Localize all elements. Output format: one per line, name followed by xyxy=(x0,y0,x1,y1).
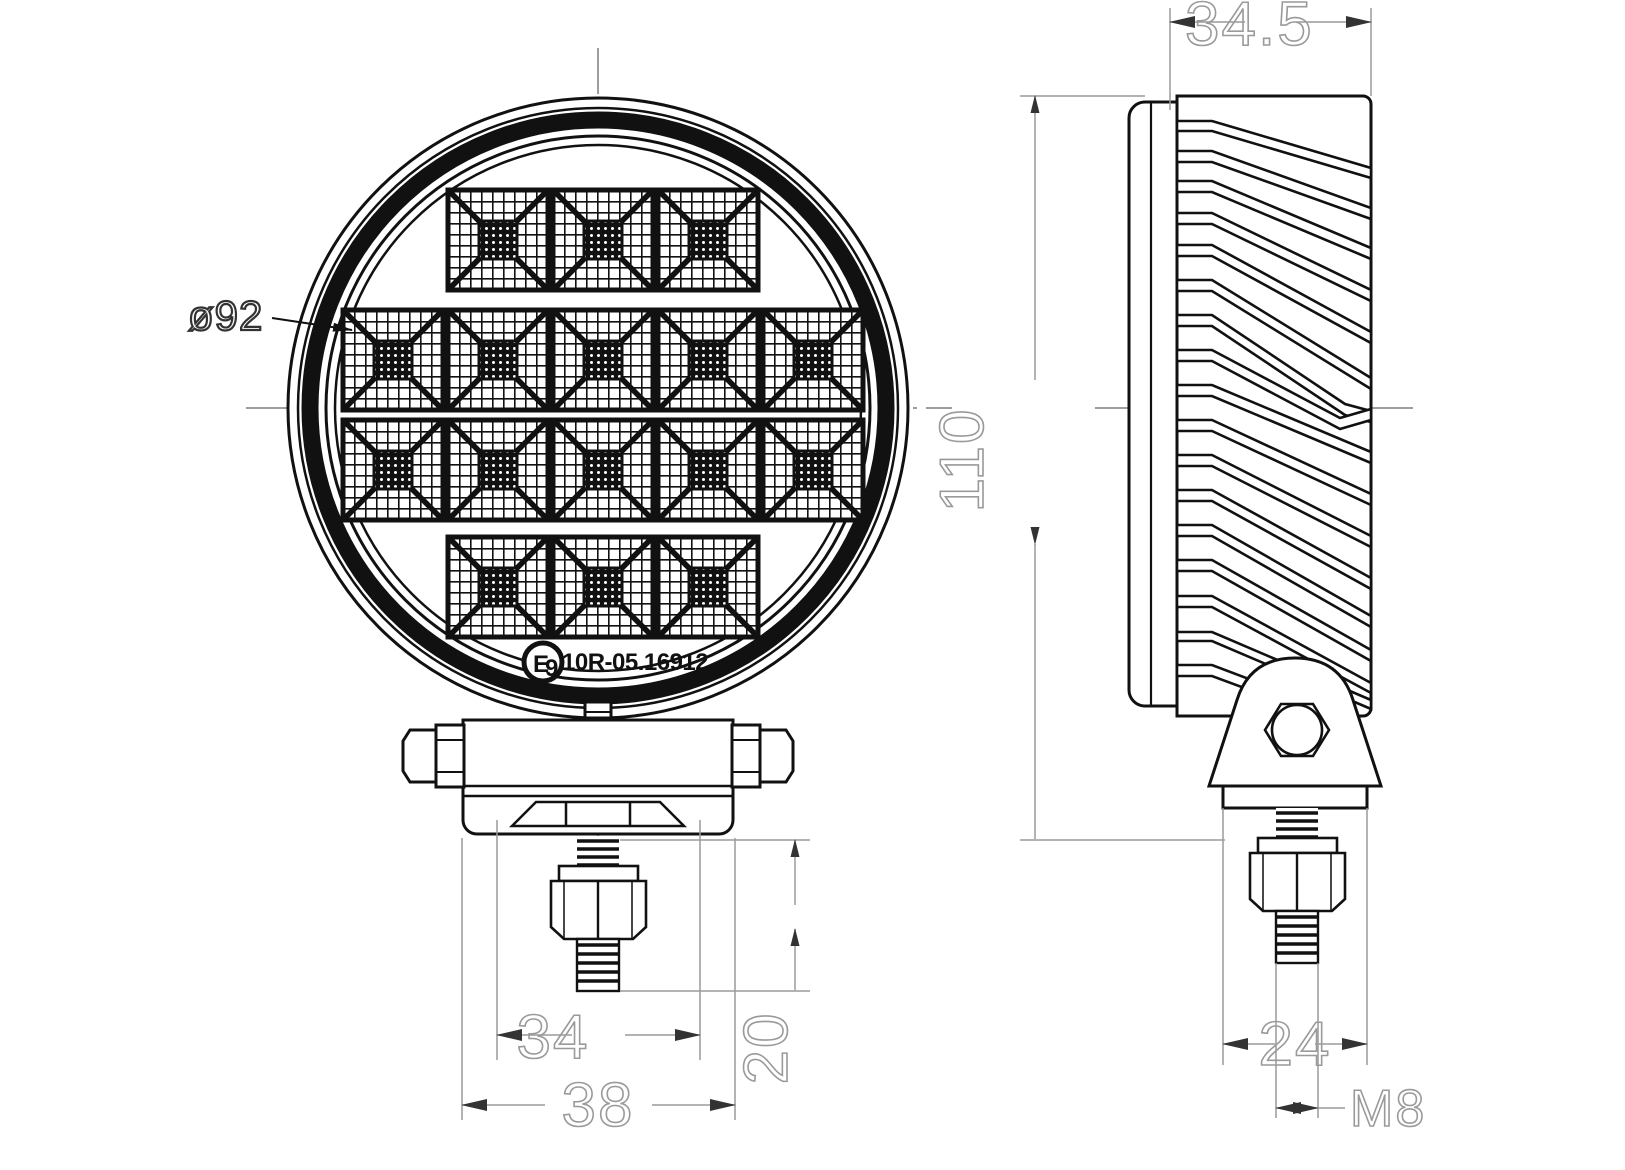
dimension-lines: 34.5 110 34 38 xyxy=(461,0,1426,1141)
led-row-4 xyxy=(448,537,758,637)
led-row-3 xyxy=(343,420,863,520)
led-row-1 xyxy=(448,190,758,290)
dim-side-bracket-label: 24 xyxy=(1259,1010,1332,1079)
mounting-stud-front xyxy=(549,836,648,993)
approval-mark: E 9 10R-05.16912 xyxy=(521,640,709,684)
e-mark-letter: E xyxy=(533,651,549,678)
mounting-bracket-front xyxy=(401,700,795,836)
dim-bracket-inner: 34 xyxy=(496,820,701,1073)
dim-bracket-inner-label: 34 xyxy=(517,1003,590,1072)
side-view-group xyxy=(1095,94,1420,965)
dim-height-label: 110 xyxy=(928,408,997,513)
thread-upper-side xyxy=(1276,811,1318,839)
dim-bracket-outer-label: 38 xyxy=(562,1071,635,1140)
dim-stud-length: 20 xyxy=(620,839,810,1085)
led-row-2 xyxy=(343,310,863,410)
dim-bracket-outer: 38 xyxy=(461,838,736,1141)
diameter-label: ø92 xyxy=(188,292,263,339)
mounting-stud-side xyxy=(1248,808,1347,965)
thread-lower-side xyxy=(1276,915,1318,955)
e-mark-country-code: 9 xyxy=(545,655,558,682)
thread-lower xyxy=(577,943,619,983)
dim-thread-label: M8 xyxy=(1350,1080,1426,1138)
dim-stud-length-label: 20 xyxy=(732,1012,801,1085)
approval-number: 10R-05.16912 xyxy=(562,649,708,676)
side-lens-slab xyxy=(1127,100,1179,708)
mounting-bracket-side xyxy=(1206,656,1384,810)
dim-height: 110 xyxy=(927,95,1225,841)
diameter-dimension: ø92 xyxy=(187,291,353,340)
dim-depth-label: 34.5 xyxy=(1185,0,1314,59)
dim-depth: 34.5 xyxy=(1169,0,1372,110)
dim-thread: M8 xyxy=(1275,963,1426,1139)
front-view-group: E 9 10R-05.16912 ø92 xyxy=(187,48,952,993)
side-heatsink-fins xyxy=(1175,119,1373,718)
thread-upper xyxy=(577,839,619,867)
